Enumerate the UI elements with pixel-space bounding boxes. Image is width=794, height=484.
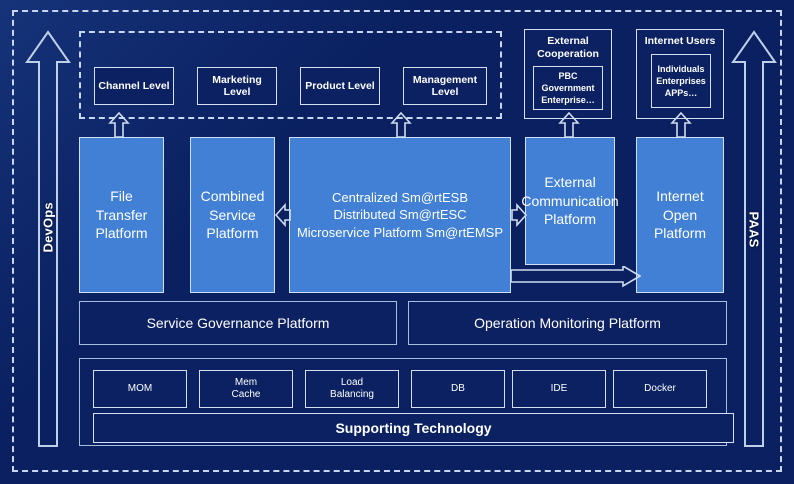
supporting-technology-bar[interactable]: Supporting Technology — [93, 413, 734, 443]
platform-internet-open[interactable]: Internet Open Platform — [636, 137, 724, 293]
platform-centralized-esb[interactable]: Centralized Sm@rtESB Distributed Sm@rtES… — [289, 137, 511, 293]
tech-box-mem-cache[interactable]: Mem Cache — [199, 370, 293, 408]
level-label: Product Level — [305, 79, 375, 92]
outer-dashed-frame — [12, 10, 782, 472]
level-box-marketing[interactable]: Marketing Level — [197, 67, 277, 105]
platform-file-transfer[interactable]: File Transfer Platform — [79, 137, 164, 293]
level-box-channel[interactable]: Channel Level — [94, 67, 174, 105]
paas-arrow: PAAS — [731, 28, 777, 450]
arrow-up-centralized-platform — [390, 112, 412, 138]
paas-label: PAAS — [746, 211, 762, 248]
arrow-up-external-communication — [558, 112, 580, 138]
level-box-product[interactable]: Product Level — [300, 67, 380, 105]
arrow-right-to-external-communication — [511, 203, 527, 227]
levels-dashed-container — [79, 31, 502, 119]
external-cooperation-inner: PBC Government Enterprise… — [533, 66, 603, 110]
level-label: Marketing Level — [212, 73, 262, 98]
platform-combined-service[interactable]: Combined Service Platform — [190, 137, 275, 293]
level-box-management[interactable]: Management Level — [403, 67, 487, 105]
external-cooperation-title: External Cooperation — [537, 35, 599, 61]
platform-external-communication[interactable]: External Communication Platform — [521, 137, 619, 265]
governance-label: Service Governance Platform — [146, 315, 330, 331]
internet-users-inner: Individuals Enterprises APPs… — [651, 54, 711, 108]
arrow-right-to-internet-open — [511, 266, 641, 288]
devops-label: DevOps — [40, 202, 56, 253]
governance-label: Operation Monitoring Platform — [474, 315, 661, 331]
arrow-up-file-transfer — [108, 112, 130, 138]
arrow-up-internet-open — [670, 112, 692, 138]
devops-arrow: DevOps — [25, 28, 71, 450]
external-cooperation-group[interactable]: External Cooperation PBC Government Ente… — [524, 29, 612, 119]
operation-monitoring-platform[interactable]: Operation Monitoring Platform — [408, 301, 727, 345]
supporting-technology-label: Supporting Technology — [335, 420, 492, 436]
level-label: Channel Level — [98, 79, 170, 92]
internet-users-group[interactable]: Internet Users Individuals Enterprises A… — [636, 29, 724, 119]
internet-users-title: Internet Users — [644, 35, 716, 47]
level-label: Management Level — [412, 73, 478, 98]
tech-box-db[interactable]: DB — [411, 370, 505, 408]
tech-box-ide[interactable]: IDE — [512, 370, 606, 408]
arrow-left-to-combined-service — [275, 203, 291, 227]
tech-box-load-balancing[interactable]: Load Balancing — [305, 370, 399, 408]
service-governance-platform[interactable]: Service Governance Platform — [79, 301, 397, 345]
tech-box-docker[interactable]: Docker — [613, 370, 707, 408]
tech-box-mom[interactable]: MOM — [93, 370, 187, 408]
